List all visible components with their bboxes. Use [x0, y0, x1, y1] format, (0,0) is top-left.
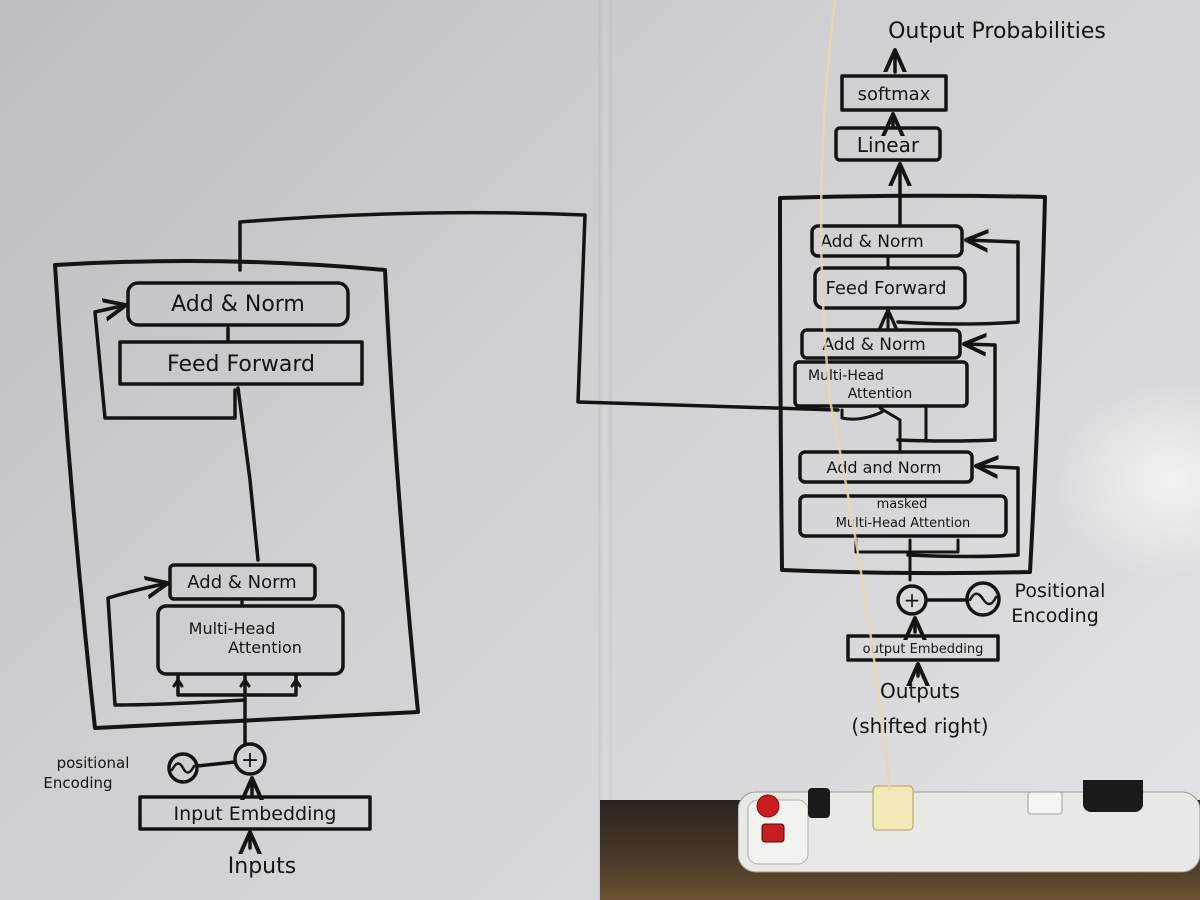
encoder-plus-symbol: +: [241, 748, 259, 773]
decoder-residual-top: [896, 240, 1020, 326]
decoder-masked-attention-box: [798, 494, 1008, 538]
light-glare: [1050, 380, 1200, 580]
decoder-add-norm-top-label: Add & Norm: [820, 232, 923, 252]
encoder-multi-head-line1: Multi-Head: [189, 619, 276, 638]
encoder-sine-icon: [167, 752, 199, 784]
encoder-sine-connector: [195, 760, 237, 768]
decoder-add-norm-top-box: [810, 224, 964, 258]
decoder-output-probabilities: Output Probabilities: [888, 19, 1106, 44]
decoder-outputs-line2: (shifted right): [851, 714, 988, 738]
decoder-output-embedding-label: output Embedding: [863, 642, 984, 657]
decoder-block: Output Probabilities softmax Linear Add …: [778, 19, 1106, 738]
decoder-flow-mha-to-addnorm: [878, 406, 902, 452]
power-switch[interactable]: [756, 794, 780, 818]
decoder-feed-forward-label: Feed Forward: [825, 278, 946, 299]
decoder-outputs-line1: Outputs: [880, 679, 960, 703]
rocker-switch[interactable]: [761, 823, 785, 843]
encoder-add-norm-bottom-label: Add & Norm: [187, 572, 296, 593]
encoder-add-norm-top-box: [126, 281, 350, 327]
encoder-input-embedding-label: Input Embedding: [173, 803, 336, 825]
decoder-multi-head-box: [793, 360, 969, 408]
decoder-positional-line2: Encoding: [1011, 605, 1099, 627]
decoder-output-embedding-box: [846, 634, 1000, 662]
decoder-masked-line2: Multi-Head Attention: [836, 516, 971, 531]
decoder-multi-head-line2: Attention: [848, 386, 913, 402]
encoder-outer-box: [53, 259, 420, 730]
decoder-softmax-label: softmax: [858, 84, 931, 105]
wall-panel-seam: [598, 0, 612, 900]
encoder-multi-head-line2: Attention: [228, 638, 302, 657]
decoder-residual-bottom: [906, 466, 1020, 559]
decoder-masked-line1: masked: [877, 497, 928, 512]
decoder-linear-box: [834, 126, 942, 162]
decoder-add-norm-middle-box: [800, 328, 962, 360]
decoder-plus-symbol: +: [904, 588, 921, 612]
encoder-add-norm-top-label: Add & Norm: [171, 292, 305, 317]
hanging-cable: [819, 0, 892, 791]
decoder-softmax-box: [840, 74, 948, 112]
encoder-block: Add & Norm Feed Forward Add & Norm Multi…: [43, 210, 840, 879]
encoder-feed-forward-box: [118, 340, 364, 386]
decoder-add-norm-bottom-label: Add and Norm: [827, 458, 942, 477]
encoder-output-to-decoder: [238, 210, 840, 412]
power-strip: [738, 780, 1200, 873]
encoder-residual-top: [93, 305, 237, 420]
decoder-outer-box: [778, 193, 1047, 576]
decoder-add-norm-bottom-box: [798, 450, 974, 484]
encoder-attention-inputs: [176, 674, 298, 747]
encoder-add-norm-bottom-box: [168, 563, 317, 601]
encoder-stack-flow-1: [236, 386, 260, 562]
encoder-multi-head-box: [156, 604, 345, 676]
decoder-residual-middle: [896, 344, 997, 443]
encoder-positional-line2: Encoding: [43, 774, 112, 792]
decoder-linear-label: Linear: [857, 133, 920, 157]
decoder-add-norm-middle-label: Add & Norm: [822, 335, 925, 355]
decoder-cross-attention-inputs: [840, 406, 928, 442]
encoder-arrow-to-qkv: [172, 678, 302, 688]
encoder-positional-line1: positional: [57, 754, 130, 772]
encoder-feed-forward-label: Feed Forward: [167, 352, 315, 377]
decoder-positional-line1: Positional: [1015, 580, 1106, 602]
decoder-feed-forward-box: [813, 266, 967, 310]
decoder-plus-circle: [896, 584, 928, 616]
encoder-plus-circle: [233, 742, 267, 776]
encoder-sine-wave: [170, 762, 196, 774]
encoder-inputs-label: Inputs: [228, 854, 296, 879]
decoder-multi-head-line1: Multi-Head: [808, 368, 884, 384]
decoder-sine-wave: [968, 592, 998, 606]
encoder-residual-bottom: [106, 583, 247, 707]
